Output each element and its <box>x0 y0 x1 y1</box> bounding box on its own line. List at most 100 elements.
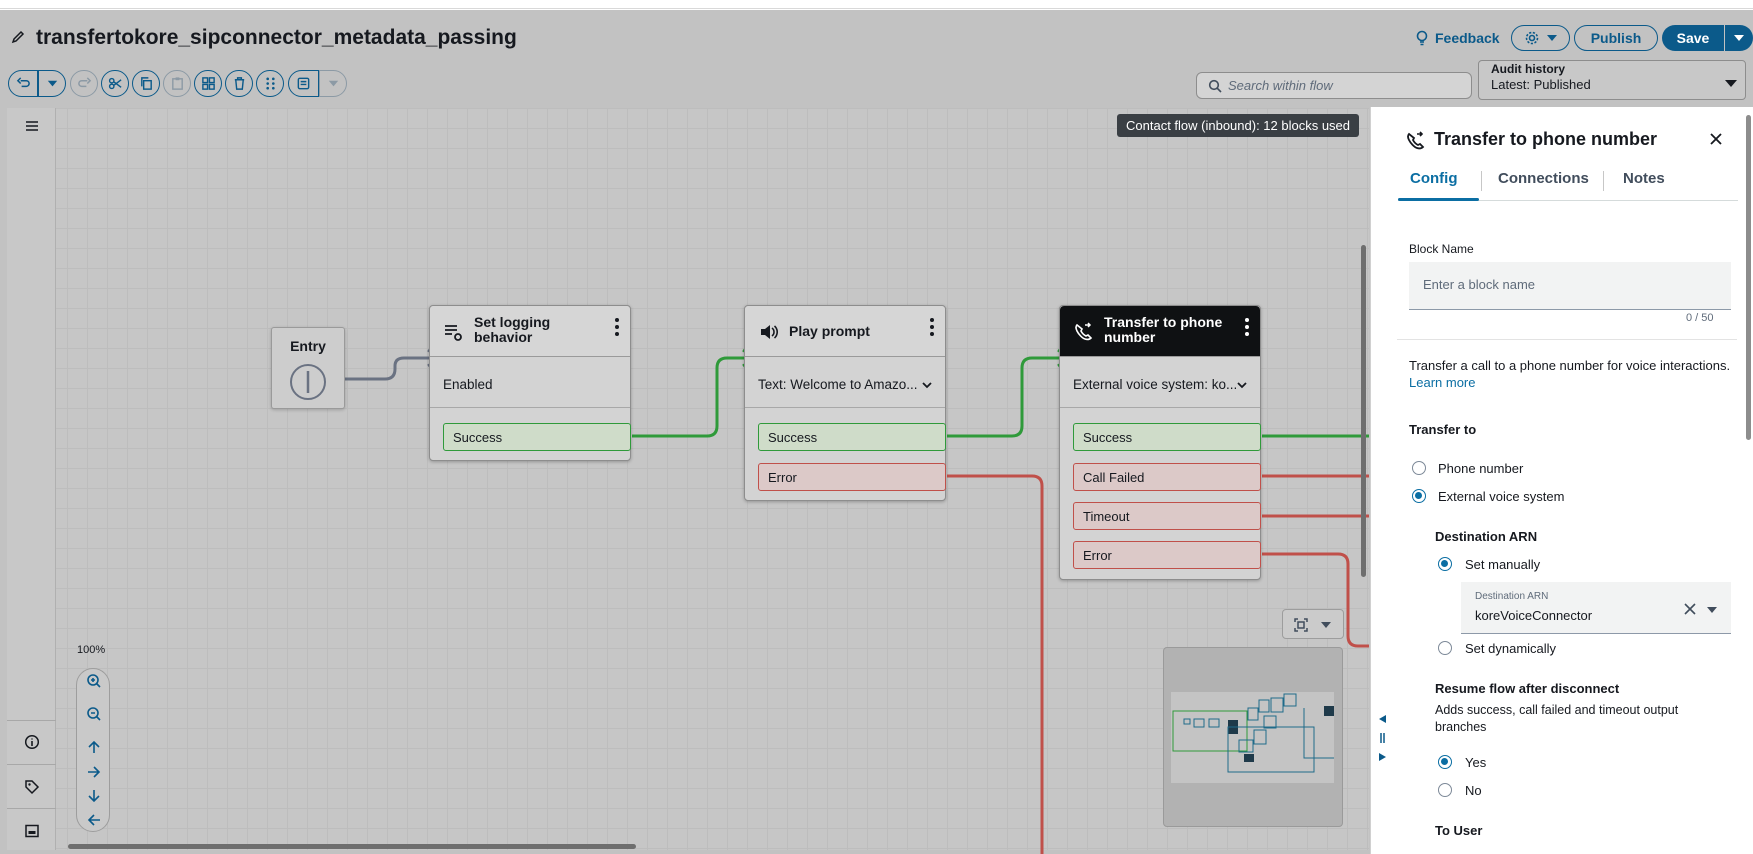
notes-button[interactable] <box>288 70 319 97</box>
pan-right-icon[interactable] <box>86 764 102 780</box>
settings-button[interactable] <box>1511 25 1570 51</box>
radio-phone-number[interactable] <box>1412 461 1426 475</box>
tab-connections[interactable]: Connections <box>1498 170 1589 187</box>
tag-icon[interactable] <box>24 779 40 795</box>
copy-button[interactable] <box>132 70 160 97</box>
radio-external-voice-system[interactable] <box>1412 489 1426 503</box>
undo-history-dropdown[interactable] <box>38 70 66 97</box>
undo-button[interactable] <box>8 70 38 97</box>
radio-yes[interactable] <box>1438 755 1452 769</box>
branch-error[interactable]: Error <box>758 463 946 491</box>
branch-call-failed[interactable]: Call Failed <box>1073 463 1261 491</box>
radio-set-dynamically[interactable] <box>1438 641 1452 655</box>
block-header <box>745 306 945 357</box>
minimap[interactable] <box>1163 647 1343 827</box>
minimap-toggle-icon[interactable] <box>24 823 40 839</box>
kebab-menu-icon[interactable] <box>1244 316 1250 338</box>
vertical-scrollbar[interactable] <box>1361 245 1366 577</box>
pan-down-icon[interactable] <box>86 788 102 804</box>
block-summary: External voice system: ko... <box>1073 377 1238 392</box>
radio-label: External voice system <box>1438 489 1565 504</box>
radio-no[interactable] <box>1438 783 1452 797</box>
branch-error[interactable]: Error <box>1073 541 1261 569</box>
paste-button[interactable] <box>163 70 191 97</box>
zoom-out-icon[interactable] <box>86 706 102 722</box>
block-title: Play prompt <box>789 323 870 339</box>
active-tab-indicator <box>1398 198 1479 201</box>
search-placeholder: Search within flow <box>1228 78 1333 93</box>
feedback-button[interactable]: Feedback <box>1415 26 1500 50</box>
info-icon[interactable] <box>24 734 40 750</box>
pan-left-icon[interactable] <box>86 812 102 828</box>
entry-start-icon <box>290 364 326 400</box>
kebab-menu-icon[interactable] <box>929 316 935 338</box>
entry-block[interactable]: Entry <box>271 327 345 409</box>
tab-config[interactable]: Config <box>1410 170 1458 187</box>
tab-notes[interactable]: Notes <box>1623 170 1665 187</box>
block-name-placeholder: Enter a block name <box>1423 277 1536 292</box>
char-counter: 0 / 50 <box>1686 312 1714 324</box>
description-text: Transfer a call to a phone number for vo… <box>1409 358 1731 373</box>
pan-up-icon[interactable] <box>86 739 102 755</box>
kebab-menu-icon[interactable] <box>614 316 620 338</box>
note-icon <box>297 77 310 90</box>
search-input[interactable]: Search within flow <box>1196 72 1472 99</box>
caret-down-icon[interactable] <box>1707 607 1717 613</box>
fit-to-screen-button[interactable] <box>1282 609 1344 639</box>
redo-button[interactable] <box>70 70 98 97</box>
speaker-icon <box>761 325 778 339</box>
resume-flow-description: Adds success, call failed and timeout ou… <box>1435 703 1679 734</box>
block-title-line: Set logging <box>474 314 551 330</box>
tab-divider <box>1603 171 1604 191</box>
properties-panel: Transfer to phone number Config Connecti… <box>1370 107 1753 854</box>
panel-resize-handle-icon[interactable] <box>1377 715 1389 761</box>
block-title-line: behavior <box>474 329 533 345</box>
radio-set-manually[interactable] <box>1438 557 1452 571</box>
arrange-button[interactable] <box>256 70 284 97</box>
block-divider <box>1060 407 1260 408</box>
panel-scrollbar[interactable] <box>1746 115 1751 440</box>
edit-pencil-icon[interactable] <box>10 29 26 45</box>
block-count-badge: Contact flow (inbound): 12 blocks used <box>1117 114 1360 137</box>
save-button[interactable]: Save <box>1662 25 1724 51</box>
publish-button[interactable]: Publish <box>1574 25 1658 51</box>
cut-button[interactable] <box>101 70 129 97</box>
phone-transfer-icon <box>1407 131 1425 150</box>
flow-title[interactable]: transfertokore_sipconnector_metadata_pas… <box>36 26 517 49</box>
branch-timeout[interactable]: Timeout <box>1073 502 1261 530</box>
clear-icon[interactable] <box>1684 603 1696 615</box>
branch-success[interactable]: Success <box>443 423 631 451</box>
section-divider <box>1397 339 1737 340</box>
fit-screen-icon <box>1294 618 1308 632</box>
block-description: Transfer a call to a phone number for vo… <box>1409 357 1739 391</box>
zoom-controls <box>76 668 110 832</box>
transfer-to-phone-block[interactable]: Transfer to phone number External voice … <box>1059 305 1261 580</box>
zoom-in-icon[interactable] <box>86 673 102 689</box>
radio-label: Set dynamically <box>1465 641 1557 656</box>
delete-button[interactable] <box>225 70 253 97</box>
save-dropdown-button[interactable] <box>1725 25 1753 51</box>
audit-history-select[interactable]: Audit history Latest: Published <box>1478 60 1746 100</box>
chevron-down-icon[interactable] <box>921 379 933 391</box>
select-value: koreVoiceConnector <box>1475 608 1593 623</box>
select-all-button[interactable] <box>194 70 222 97</box>
branch-success[interactable]: Success <box>758 423 946 451</box>
destination-arn-select[interactable]: Destination ARN koreVoiceConnector <box>1461 582 1731 634</box>
chevron-down-icon[interactable] <box>1236 379 1248 391</box>
caret-down-icon <box>328 80 338 87</box>
menu-icon[interactable] <box>24 118 40 134</box>
set-logging-behavior-block[interactable]: Set logging behavior Enabled Success <box>429 305 631 461</box>
block-name-label: Block Name <box>1409 242 1474 256</box>
branch-success[interactable]: Success <box>1073 423 1261 451</box>
audit-history-label: Audit history <box>1491 62 1565 76</box>
grid-icon <box>201 77 215 90</box>
horizontal-scrollbar[interactable] <box>68 844 636 849</box>
learn-more-link[interactable]: Learn more <box>1409 375 1476 390</box>
caret-down-icon <box>1321 622 1331 628</box>
block-name-input[interactable]: Enter a block name <box>1409 262 1731 310</box>
play-prompt-block[interactable]: Play prompt Text: Welcome to Amazo... Su… <box>744 305 946 501</box>
close-icon[interactable] <box>1708 131 1724 147</box>
notes-dropdown[interactable] <box>319 70 347 97</box>
resume-flow-label: Resume flow after disconnect <box>1435 681 1620 696</box>
